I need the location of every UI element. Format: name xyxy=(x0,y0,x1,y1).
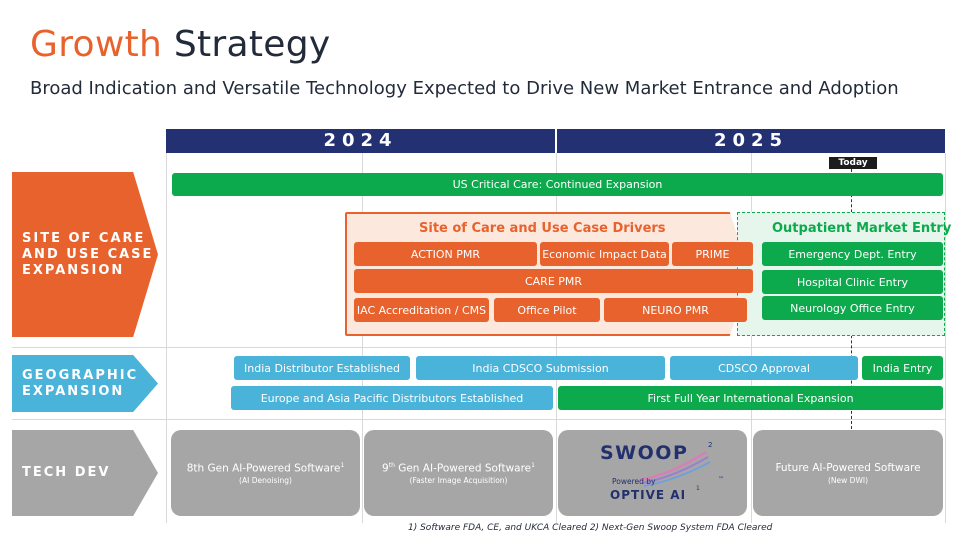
tech-card-sublabel: (AI Denoising) xyxy=(239,476,292,485)
tech-card-sublabel: (Faster Image Acquisition) xyxy=(409,476,508,485)
title-accent: Growth xyxy=(30,24,163,65)
tech-card-label: 9th Gen AI-Powered Software1 xyxy=(382,462,535,475)
tech-card-9th-gen: 9th Gen AI-Powered Software1 (Faster Ima… xyxy=(364,430,553,516)
swoop-brand-sup: 2 xyxy=(708,441,713,449)
grid-line xyxy=(362,153,363,523)
grid-line xyxy=(751,153,752,523)
year-header-2025 xyxy=(557,129,945,153)
economic-impact-bar: Economic Impact Data xyxy=(540,242,669,266)
us-critical-care-bar: US Critical Care: Continued Expansion xyxy=(172,173,943,196)
footnote: 1) Software FDA, CE, and UKCA Cleared 2)… xyxy=(408,523,773,533)
row-divider xyxy=(12,347,945,348)
swoop-brand: SWOOP xyxy=(600,442,689,464)
tech-card-label: 8th Gen AI-Powered Software1 xyxy=(186,462,345,475)
hospital-clinic-entry-bar: Hospital Clinic Entry xyxy=(762,270,943,294)
prime-bar: PRIME xyxy=(672,242,753,266)
row-label-site-of-care: SITE OF CARE AND USE CASE EXPANSION xyxy=(12,172,158,337)
india-cdsco-submission-bar: India CDSCO Submission xyxy=(416,356,665,380)
optive-ai-logo: OPTIVE AI xyxy=(610,488,687,502)
today-marker: Today xyxy=(829,157,877,169)
office-pilot-bar: Office Pilot xyxy=(494,298,600,322)
cdsco-approval-bar: CDSCO Approval xyxy=(670,356,858,380)
tech-card-sublabel: (New DWI) xyxy=(828,476,868,485)
emergency-entry-bar: Emergency Dept. Entry xyxy=(762,242,943,266)
swoop-tm: ™ xyxy=(718,476,724,483)
tech-card-swoop: SWOOP 2 ™ Powered by OPTIVE AI 1 xyxy=(558,430,747,516)
page-subtitle: Broad Indication and Versatile Technolog… xyxy=(30,78,899,99)
tech-card-8th-gen: 8th Gen AI-Powered Software1 (AI Denoisi… xyxy=(171,430,360,516)
india-entry-bar: India Entry xyxy=(862,356,943,380)
neurology-office-entry-bar: Neurology Office Entry xyxy=(762,296,943,320)
europe-asia-distributors-bar: Europe and Asia Pacific Distributors Est… xyxy=(231,386,553,410)
row-divider xyxy=(12,419,945,420)
title-rest: Strategy xyxy=(173,24,331,65)
row-label-tech-dev: TECH DEV xyxy=(12,430,158,516)
tech-card-future: Future AI-Powered Software (New DWI) xyxy=(753,430,943,516)
iac-accreditation-bar: IAC Accreditation / CMS xyxy=(354,298,489,322)
action-pmr-bar: ACTION PMR xyxy=(354,242,537,266)
row-label-geographic: GEOGRAPHIC EXPANSION xyxy=(12,355,158,412)
grid-line xyxy=(945,153,946,523)
grid-line xyxy=(556,153,557,523)
swoop-powered-by: Powered by xyxy=(612,477,656,486)
care-pmr-bar: CARE PMR xyxy=(354,269,753,293)
swoop-wave-logo xyxy=(639,450,711,487)
year-label-2024: 2024 xyxy=(323,130,398,151)
neuro-pmr-bar: NEURO PMR xyxy=(604,298,747,322)
first-full-year-international-bar: First Full Year International Expansion xyxy=(558,386,943,410)
site-of-care-drivers-title: Site of Care and Use Case Drivers xyxy=(419,221,666,236)
tech-card-label: Future AI-Powered Software xyxy=(775,462,921,474)
optive-ai-sup: 1 xyxy=(696,485,700,492)
year-header-2024 xyxy=(166,129,555,153)
year-label-2025: 2025 xyxy=(713,130,789,151)
outpatient-market-title: Outpatient Market Entry xyxy=(772,221,952,236)
india-distributor-bar: India Distributor Established xyxy=(234,356,410,380)
page-title: Growth Strategy xyxy=(30,24,331,65)
grid-line xyxy=(166,153,167,523)
